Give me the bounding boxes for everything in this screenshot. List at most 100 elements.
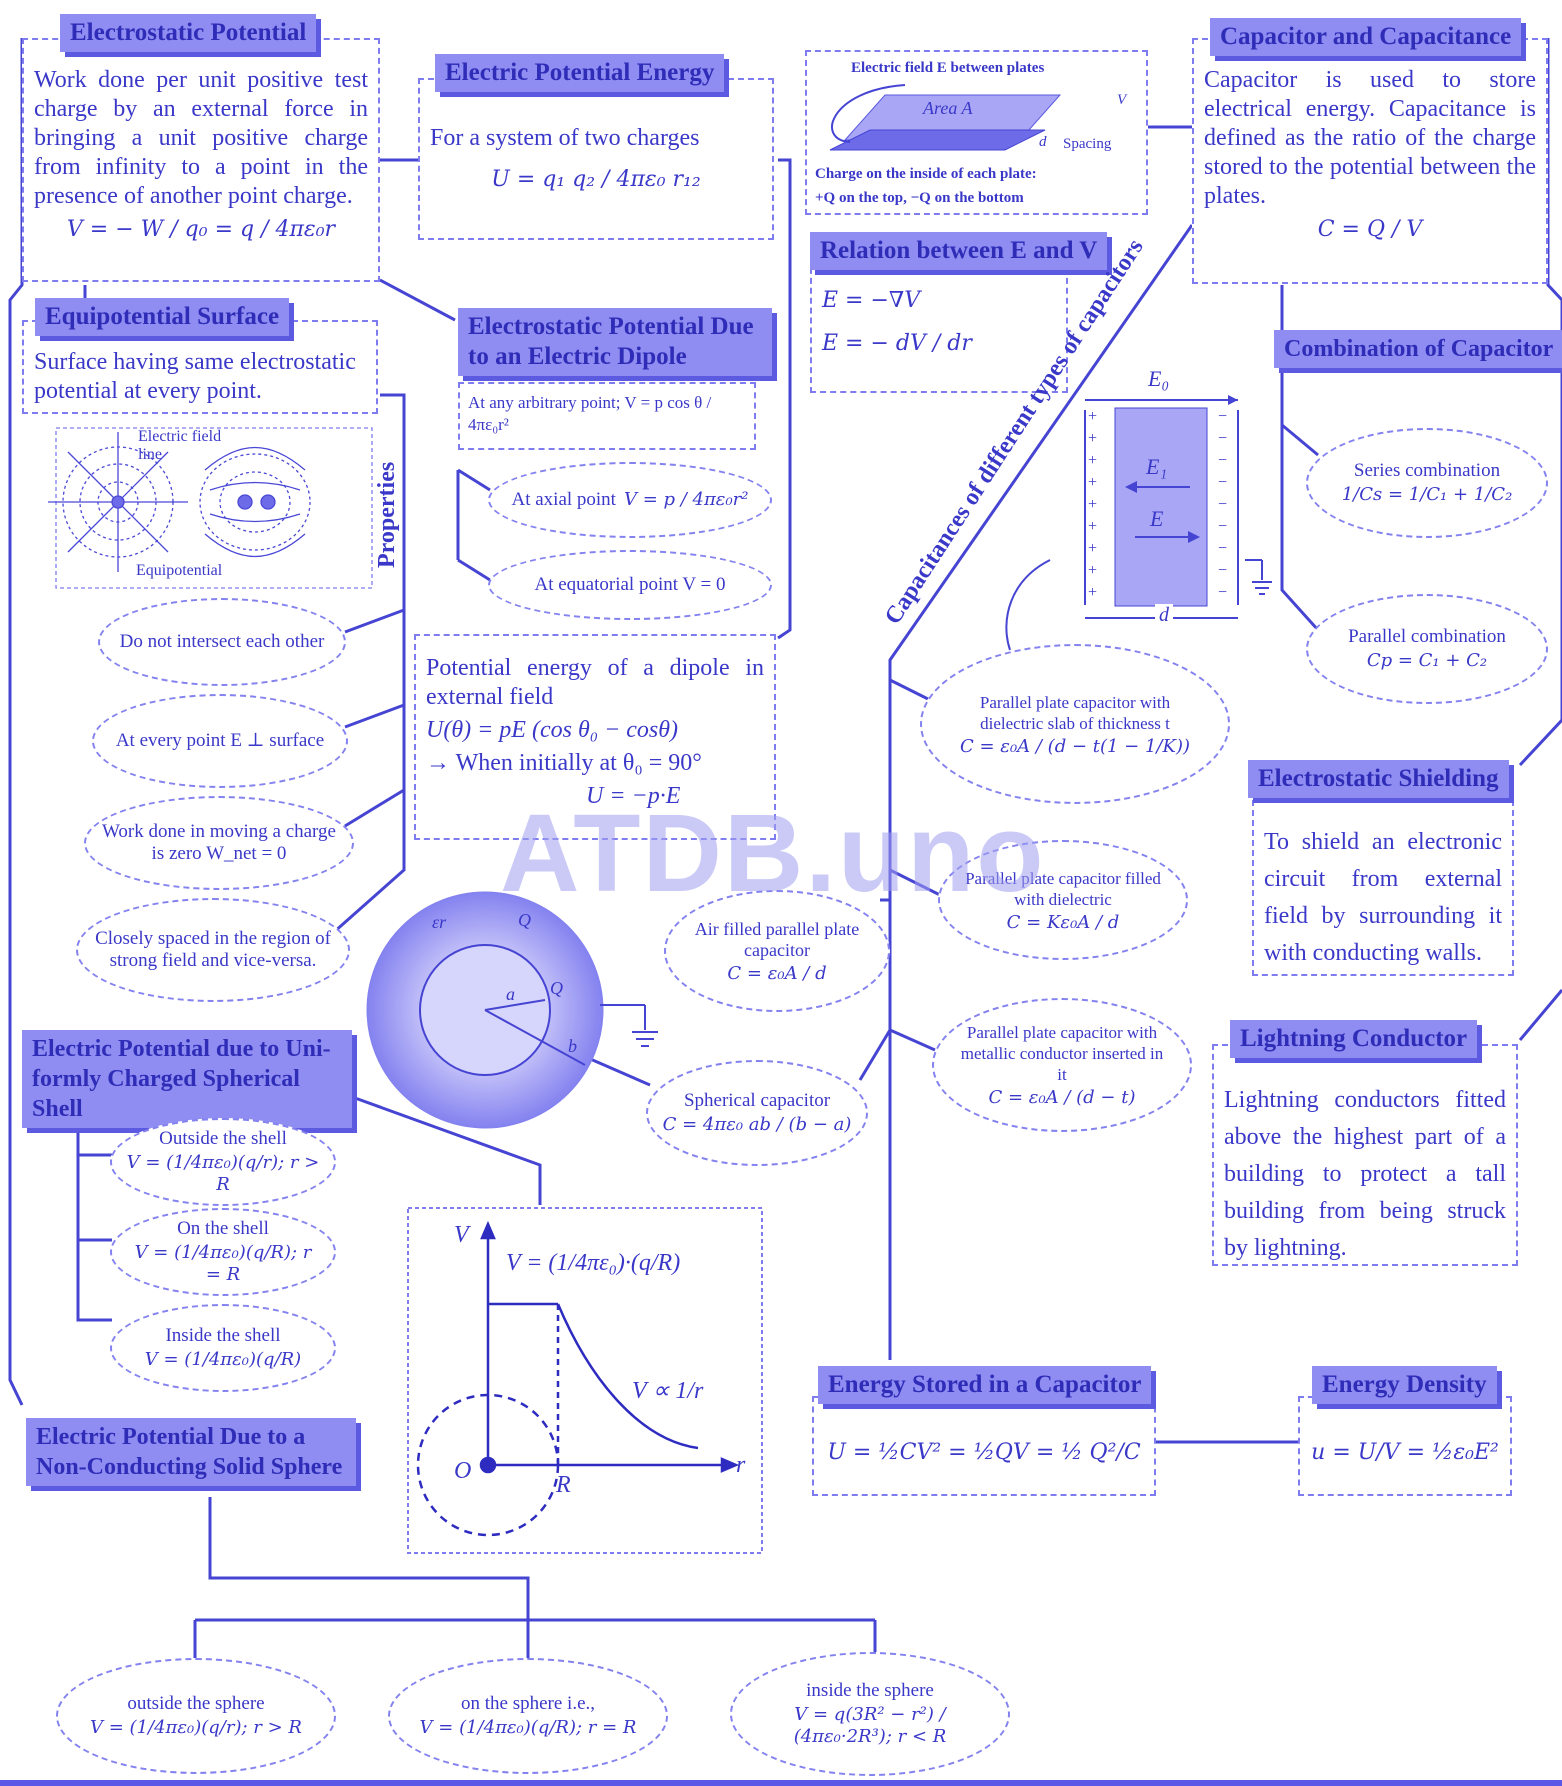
solid-inside-label: inside the sphere xyxy=(806,1680,934,1701)
slab-e1-label: E₁ xyxy=(1146,454,1168,479)
electrostatic-potential-box: Work done per unit positive test charge … xyxy=(22,38,380,282)
solid-on-formula: V = (1/4πε₀)(q/R); r = R xyxy=(419,1717,637,1738)
solid-outside-formula: V = (1/4πε₀)(q/r); r > R xyxy=(90,1717,302,1738)
capacitor-type-spherical-title: Spherical capacitor xyxy=(683,1090,831,1111)
sphere-er-label: εr xyxy=(432,912,447,932)
potential-energy-formula: U = q₁ q₂ / 4πε₀ r₁₂ xyxy=(491,167,701,192)
plate-figure-drawing xyxy=(829,84,1062,151)
property-ellipse-3: Work done in moving a charge is zero W_n… xyxy=(84,796,354,890)
energy-density-title: Energy Density xyxy=(1312,1366,1497,1404)
solid-sphere-title: Electric Potential Due to a Non-Conducti… xyxy=(26,1418,356,1486)
capacitor-formula: C = Q / V xyxy=(1317,217,1423,242)
capacitor-type-dielectric-title: Parallel plate capacitor filled with die… xyxy=(965,868,1161,909)
property-text-4: Closely spaced in the region of strong f… xyxy=(95,928,331,971)
shell-title: Electric Potential due to Uni- formly Ch… xyxy=(22,1030,352,1128)
solid-on-ellipse: on the sphere i.e., V = (1/4πε₀)(q/R); r… xyxy=(388,1658,668,1774)
capacitor-type-slab: Parallel plate capacitor with dielectric… xyxy=(920,644,1230,804)
shell-title-line2: formly Charged Spherical Shell xyxy=(32,1066,300,1122)
dipole-energy-line2: U(θ) = pE (cos θ₀ − cosθ) xyxy=(426,717,679,743)
plate-v-label: V xyxy=(1117,92,1127,108)
shell-outside-formula: V = (1/4πε₀)(q/r); r > R xyxy=(126,1152,320,1195)
slab-e0-label: E₀ xyxy=(1148,366,1170,391)
plate-spacing-label: Spacing xyxy=(1063,136,1112,152)
parallel-formula: Cp = C₁ + C₂ xyxy=(1366,650,1488,671)
series-combination-ellipse: Series combination 1/Cs = 1/C₁ + 1/C₂ xyxy=(1306,428,1548,538)
relation-box: E = −∇V E = − dV / dr xyxy=(810,258,1068,393)
parallel-label: Parallel combination xyxy=(1348,626,1506,647)
equipotential-text: Surface having same electrostatic potent… xyxy=(34,349,356,404)
equipotential-title: Equipotential Surface xyxy=(35,298,290,336)
dipole-arbitrary-text: At any arbitrary point; V = p cos θ / 4π… xyxy=(468,393,712,434)
shell-on-label: On the shell xyxy=(177,1218,269,1239)
energy-stored-title: Energy Stored in a Capacitor xyxy=(818,1366,1152,1404)
dipole-energy-line3: → When initially at θ₀ = 90° xyxy=(426,750,702,776)
capacitor-type-slab-title: Parallel plate capacitor with dielectric… xyxy=(979,692,1171,733)
dipole-title: Electrostatic Potential Due to an Electr… xyxy=(458,308,772,376)
bottom-bar xyxy=(0,1780,1562,1786)
shielding-text: To shield an electronic circuit from ext… xyxy=(1264,829,1502,966)
equatorial-point-ellipse: At equatorial point V = 0 xyxy=(488,550,772,620)
field-lines-figure xyxy=(48,427,373,589)
slab-minus-column: −−−−−−−−− xyxy=(1218,408,1228,601)
graph-formula-curve: V ∝ 1/r xyxy=(632,1378,704,1404)
property-text-1: Do not intersect each other xyxy=(119,631,325,652)
lightning-title: Lightning Conductor xyxy=(1230,1020,1478,1058)
combination-title: Combination of Capacitor xyxy=(1274,330,1562,368)
dipole-title-line2: to an Electric Dipole xyxy=(468,343,687,370)
graph-v-axis-label: V xyxy=(454,1222,469,1248)
capacitor-type-spherical: Spherical capacitor C = 4πε₀ ab / (b − a… xyxy=(646,1060,868,1166)
property-text-2: At every point E ⊥ surface xyxy=(115,730,325,751)
plate-charge-note-1: Charge on the inside of each plate: xyxy=(815,166,1037,182)
potential-energy-title: Electric Potential Energy xyxy=(435,54,725,92)
potential-energy-text: For a system of two charges xyxy=(430,125,700,151)
capacitor-type-metallic-formula: C = ε₀A / (d − t) xyxy=(988,1087,1136,1108)
dipole-arbitrary-box: At any arbitrary point; V = p cos θ / 4π… xyxy=(458,382,756,450)
graph-r-axis-label: r xyxy=(736,1452,746,1478)
shielding-title: Electrostatic Shielding xyxy=(1248,760,1509,798)
property-ellipse-4: Closely spaced in the region of strong f… xyxy=(76,898,350,1002)
plate-area-label: Area A xyxy=(923,98,973,118)
capacitor-type-dielectric-formula: C = Kε₀A / d xyxy=(1006,911,1120,933)
property-ellipse-1: Do not intersect each other xyxy=(98,598,346,686)
property-ellipse-2: At every point E ⊥ surface xyxy=(92,694,348,788)
plate-d-label: d xyxy=(1039,134,1047,150)
plate-top-label: Electric field E between plates xyxy=(851,60,1045,76)
slab-capacitor-figure xyxy=(1005,395,1272,651)
graph-origin-label: O xyxy=(454,1458,472,1484)
shell-inside-ellipse: Inside the shell V = (1/4πε₀)(q/R) xyxy=(110,1304,336,1392)
capacitor-type-air: Air filled parallel plate capacitor C = … xyxy=(664,890,890,1012)
sphere-b-label: b xyxy=(568,1036,577,1056)
shielding-box: To shield an electronic circuit from ext… xyxy=(1252,800,1514,976)
slab-e-label: E xyxy=(1150,506,1164,531)
shell-inside-label: Inside the shell xyxy=(165,1325,281,1346)
axial-point-ellipse: At axial point V = p / 4πε₀r² xyxy=(488,462,772,538)
equatorial-text: At equatorial point V = 0 xyxy=(534,574,726,595)
dipole-energy-line4: U = −p·E xyxy=(586,783,681,809)
lightning-text: Lightning conductors fitted above the hi… xyxy=(1224,1087,1506,1261)
energy-density-formula: u = U/V = ½ε₀E² xyxy=(1311,1440,1499,1465)
solid-outside-ellipse: outside the sphere V = (1/4πε₀)(q/r); r … xyxy=(56,1658,336,1774)
capacitor-type-air-formula: C = ε₀A / d xyxy=(727,962,827,984)
potential-graph xyxy=(407,1207,763,1554)
property-text-3: Work done in moving a charge is zero W_n… xyxy=(102,821,336,864)
series-label: Series combination xyxy=(1353,460,1501,481)
plate-figure-box: Electric field E between plates Area A V… xyxy=(805,50,1148,215)
capacitor-type-spherical-formula: C = 4πε₀ ab / (b − a) xyxy=(662,1114,852,1135)
axial-label: At axial point xyxy=(511,489,616,510)
energy-density-box: u = U/V = ½ε₀E² xyxy=(1298,1396,1512,1496)
lightning-box: Lightning conductors fitted above the hi… xyxy=(1212,1044,1518,1266)
shell-outside-ellipse: Outside the shell V = (1/4πε₀)(q/r); r >… xyxy=(110,1118,336,1206)
dipole-title-line1: Electrostatic Potential Due xyxy=(468,313,754,340)
energy-stored-formula: U = ½CV² = ½QV = ½ Q²/C xyxy=(827,1440,1141,1465)
properties-label: Properties xyxy=(374,461,400,568)
electrostatic-potential-text: Work done per unit positive test charge … xyxy=(34,67,368,209)
spherical-capacitor-figure xyxy=(366,891,658,1129)
field-line-label: Electric field line xyxy=(138,428,222,463)
equipotential-figure-label: Equipotential xyxy=(136,562,223,579)
solid-sphere-title-line1: Electric Potential Due to a xyxy=(36,1424,306,1450)
slab-plus-column: +++++++++ xyxy=(1088,408,1098,601)
shell-outside-label: Outside the shell xyxy=(159,1128,287,1149)
capacitor-type-metallic: Parallel plate capacitor with metallic c… xyxy=(932,998,1192,1132)
watermark: ATDB.uno xyxy=(500,792,1046,915)
